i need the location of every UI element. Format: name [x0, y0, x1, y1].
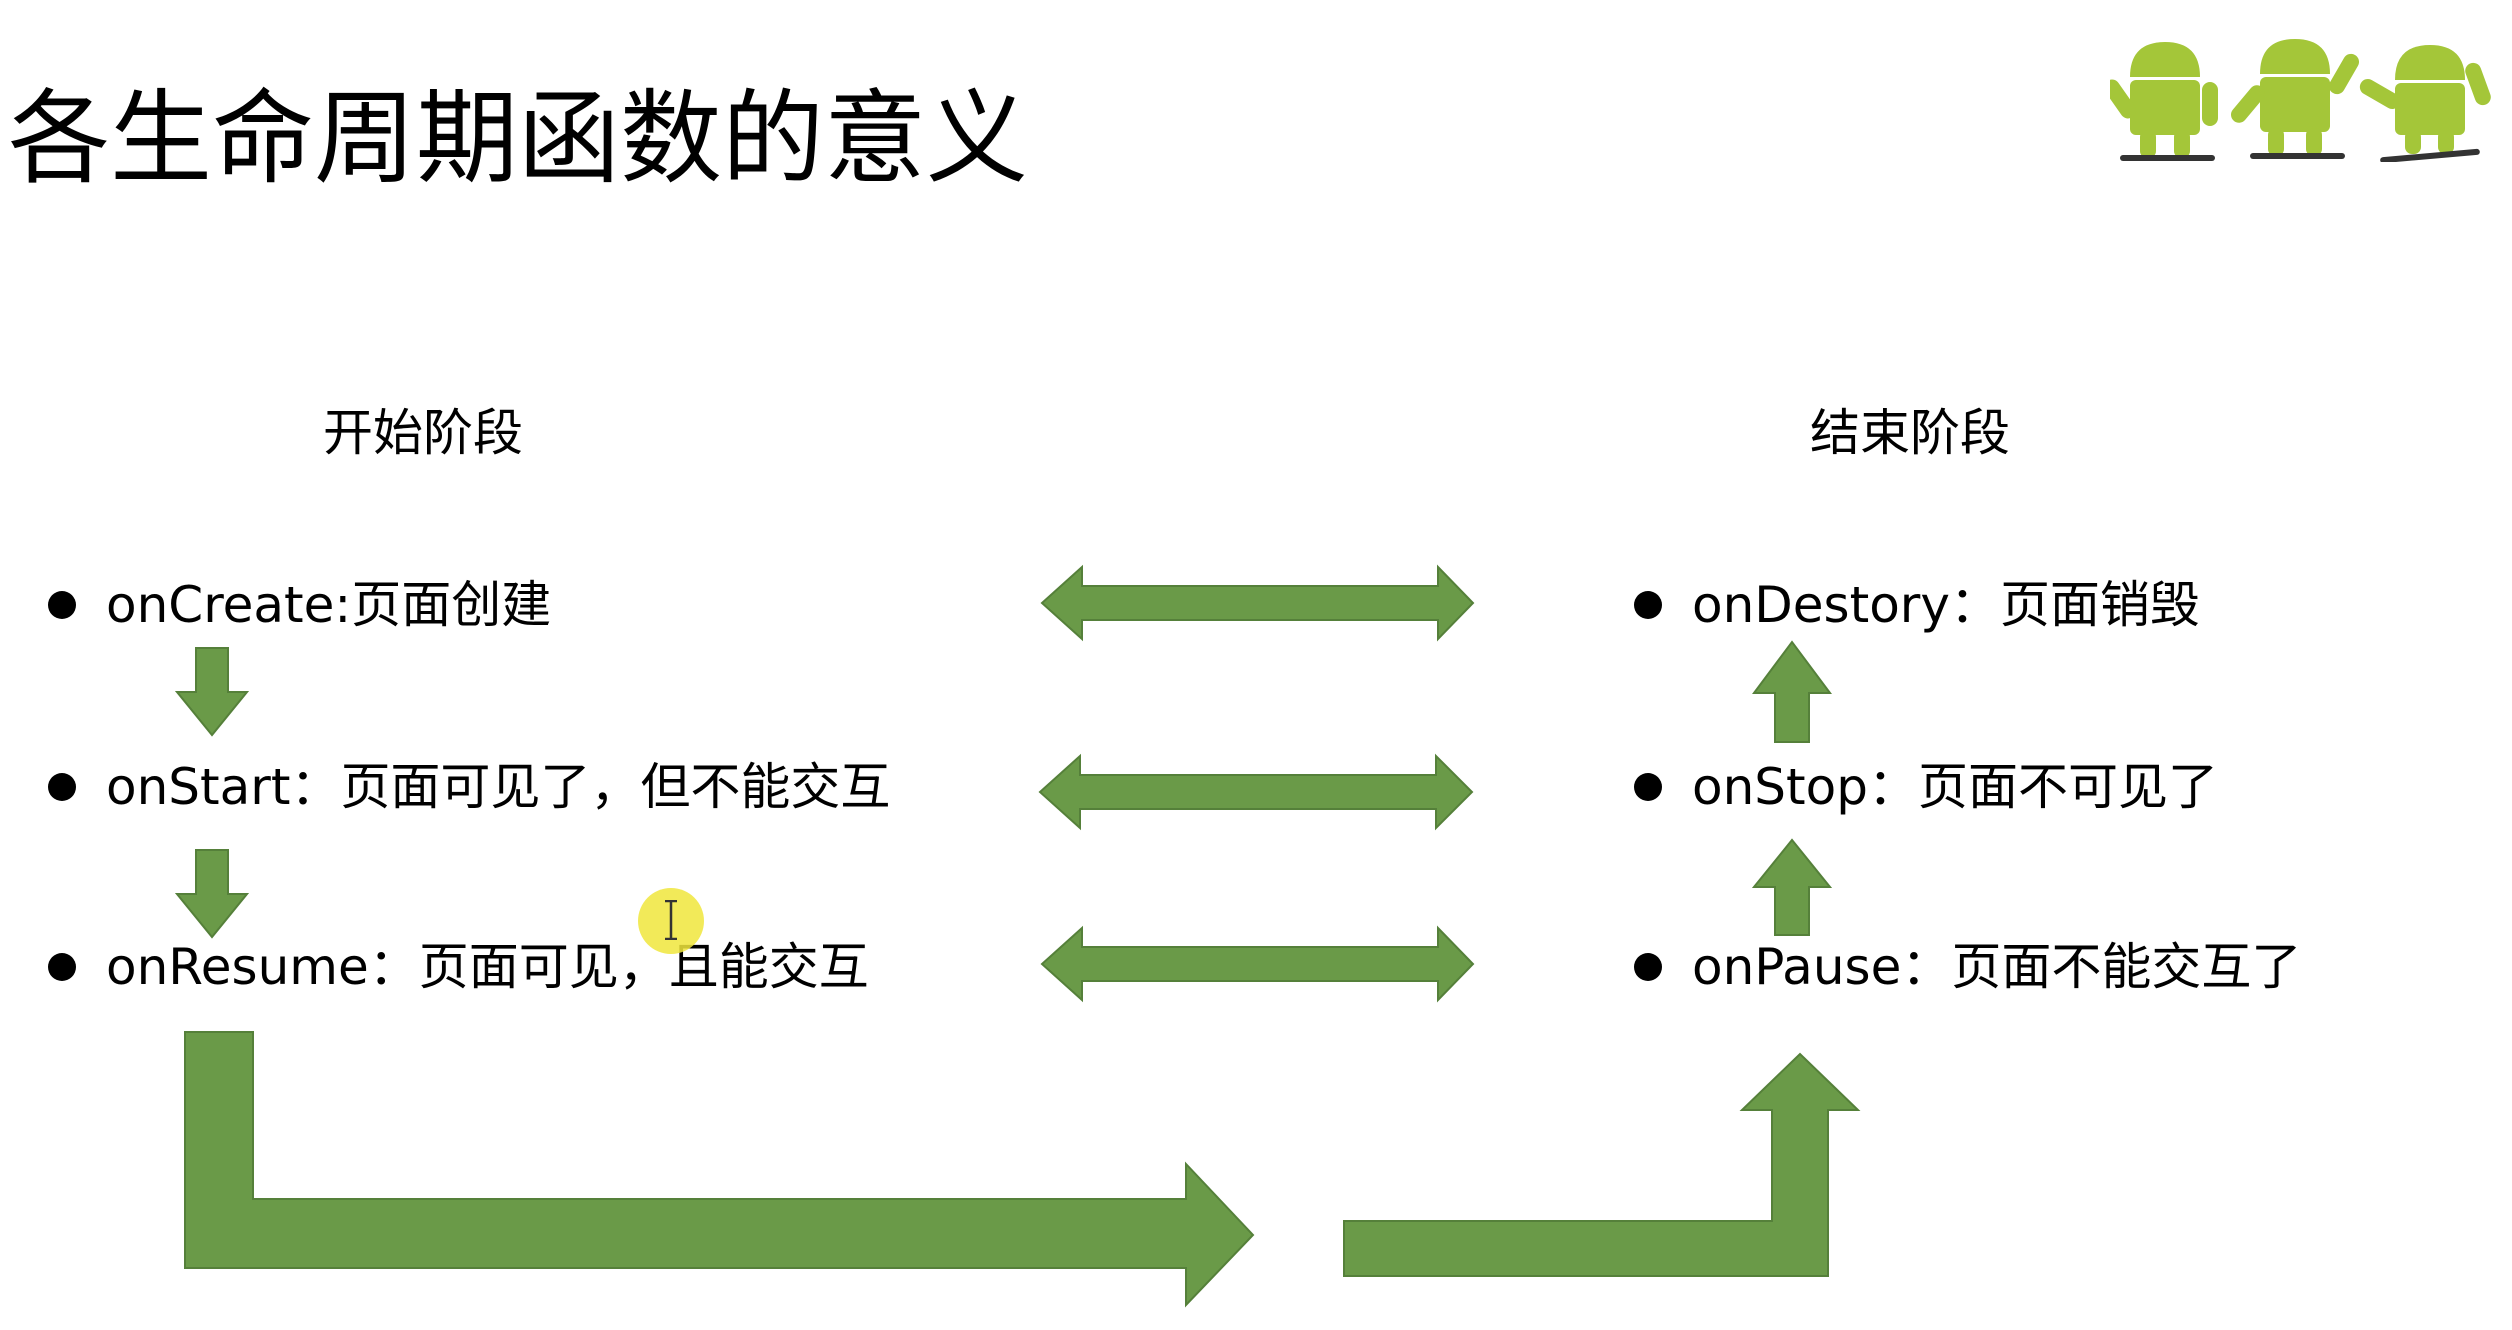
android-skateboard-icon: [2110, 39, 2491, 162]
lifecycle-desc: 页面不可见了: [1917, 758, 2218, 816]
separator: ：: [368, 938, 419, 996]
list-item-onresume: onResume：页面可见，且能交互: [48, 932, 869, 1002]
list-item-oncreate: onCreate: 页面创建: [48, 570, 551, 640]
double-arrow-resume-pause: [1040, 925, 1475, 1003]
lifecycle-desc: 页面销毁: [1999, 576, 2200, 634]
lifecycle-desc: 页面可见了，但不能交互: [340, 758, 891, 816]
list-item-ondestory: onDestory：页面销毁: [1634, 570, 2200, 640]
lifecycle-name: onDestory: [1692, 576, 1950, 634]
bullet-icon: [1634, 773, 1662, 801]
list-item-onpause: onPause：页面不能交互了: [1634, 932, 2301, 1002]
lifecycle-desc: 页面可见，且能交互: [418, 938, 869, 996]
lifecycle-name: onPause: [1692, 938, 1902, 996]
bullet-icon: [48, 773, 76, 801]
text-cursor-icon: [665, 900, 677, 940]
bullet-icon: [1634, 953, 1662, 981]
double-arrow-create-destory: [1040, 564, 1475, 642]
separator: ：: [1901, 938, 1952, 996]
bullet-icon: [48, 591, 76, 619]
separator: ：: [1949, 576, 2000, 634]
arrow-up-to-pause: [1343, 1052, 1861, 1277]
separator: ：: [290, 758, 341, 816]
lifecycle-name: onStop: [1692, 758, 1868, 816]
arrow-down-create-to-start: [174, 647, 250, 737]
list-item-onstop: onStop：页面不可见了: [1634, 752, 2218, 822]
lifecycle-desc: 页面创建: [351, 576, 552, 634]
arrow-down-start-to-resume: [174, 849, 250, 939]
separator: ：: [1867, 758, 1918, 816]
lifecycle-name: onResume: [106, 938, 369, 996]
arrow-resume-to-right: [184, 1031, 1255, 1308]
arrow-up-stop-to-destory: [1752, 640, 1832, 743]
lifecycle-name: onCreate: [106, 576, 335, 634]
end-stage-heading: 结束阶段: [1810, 404, 2010, 462]
lifecycle-name: onStart: [106, 758, 291, 816]
page-title: 各生命周期函数的意义: [8, 80, 1028, 199]
lifecycle-desc: 页面不能交互了: [1951, 938, 2302, 996]
bullet-icon: [48, 953, 76, 981]
bullet-icon: [1634, 591, 1662, 619]
start-stage-heading: 开始阶段: [323, 404, 523, 462]
list-item-onstart: onStart：页面可见了，但不能交互: [48, 752, 890, 822]
separator: :: [334, 576, 352, 634]
arrow-up-pause-to-stop: [1751, 838, 1833, 936]
double-arrow-start-stop: [1038, 753, 1474, 831]
